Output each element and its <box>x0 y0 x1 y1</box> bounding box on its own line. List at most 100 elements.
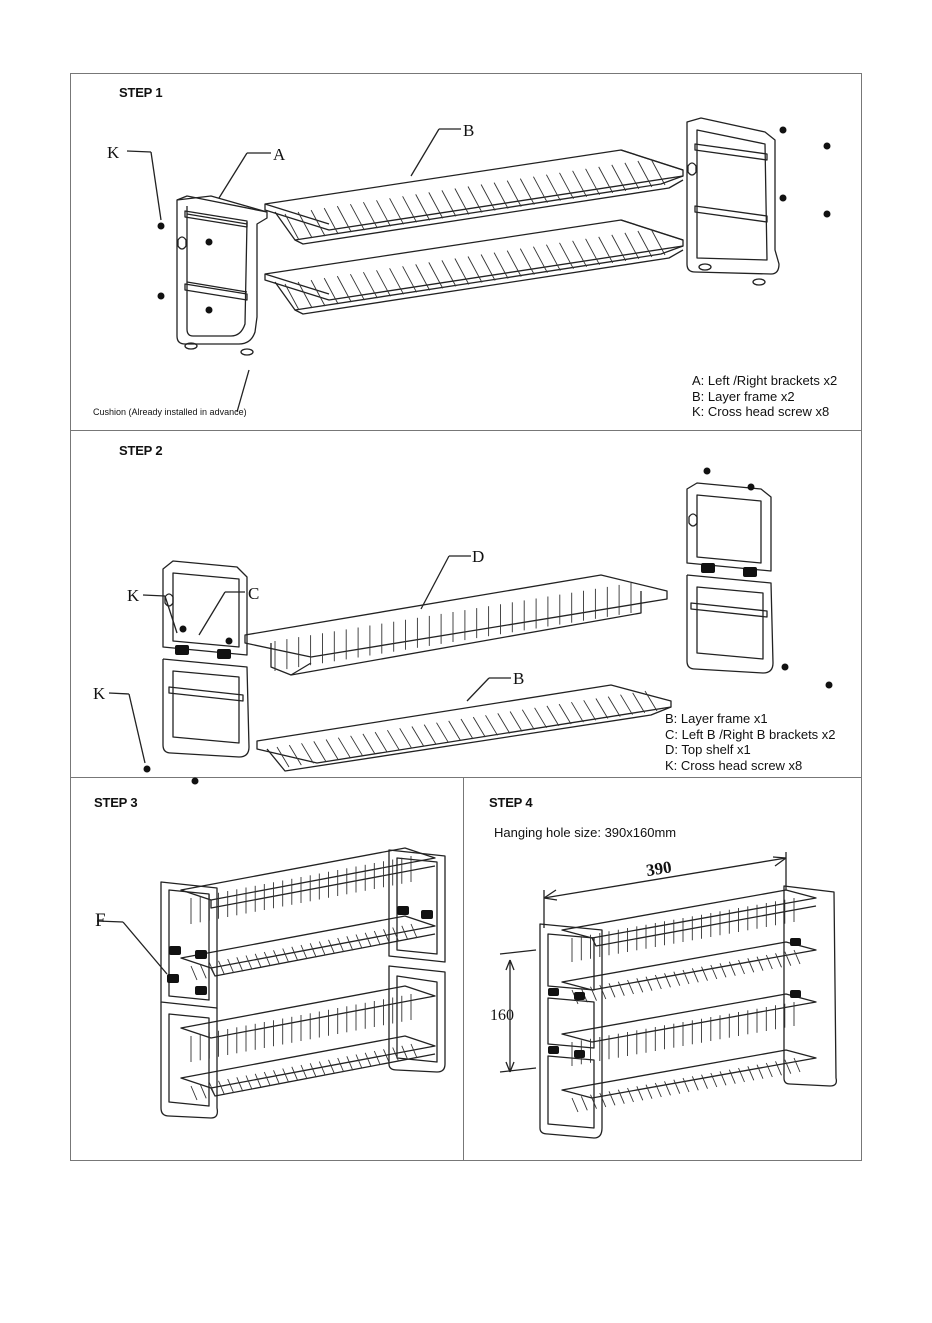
wire-rib <box>228 959 234 973</box>
wire-rib <box>209 1083 215 1097</box>
wire-rib <box>301 1065 307 1079</box>
wire-rib <box>702 1075 708 1089</box>
wire-rib <box>674 1080 680 1094</box>
wire-rib <box>289 745 301 765</box>
wire-rib <box>347 936 353 950</box>
wire-rib <box>674 972 680 986</box>
wire-rib <box>766 955 772 969</box>
wire-rib <box>219 1081 225 1095</box>
wire-rib <box>292 947 298 961</box>
wire-rib <box>729 1070 735 1084</box>
wire-rib <box>319 942 325 956</box>
legend-item: C: Left B /Right B brackets x2 <box>665 727 836 743</box>
wire-rib <box>283 1069 289 1083</box>
wire-rib <box>655 975 661 989</box>
dimension-height: 160 <box>490 1007 514 1024</box>
wire-rib <box>246 956 252 970</box>
wire-rib <box>283 949 289 963</box>
callout-f: F <box>95 910 106 931</box>
wire-rib <box>473 717 485 737</box>
wire-rib <box>757 1065 763 1079</box>
wire-rib <box>338 738 350 758</box>
left-bracket-c <box>163 561 249 757</box>
step-2-legend: B: Layer frame x1 C: Left B /Right B bra… <box>665 711 836 773</box>
wire-rib <box>637 978 643 992</box>
step-1-legend: A: Left /Right brackets x2 B: Layer fram… <box>692 373 837 420</box>
wire-rib <box>720 963 726 977</box>
wire-rib <box>683 970 689 984</box>
wire-rib <box>559 704 571 724</box>
wire-rib <box>424 725 436 745</box>
wire-rib <box>794 1058 800 1072</box>
wire-rib <box>702 967 708 981</box>
wire-rib <box>748 958 754 972</box>
callout-b: B <box>463 121 474 140</box>
wire-rib <box>237 957 243 971</box>
wire-rib <box>571 702 583 722</box>
wire-rib <box>347 1056 353 1070</box>
step-4-illustration: 390 160 <box>464 778 861 1160</box>
wire-rib <box>310 943 316 957</box>
callout-a: A <box>273 145 286 164</box>
callout-k-top: K <box>127 586 140 605</box>
legend-item: D: Top shelf x1 <box>665 742 836 758</box>
wire-rib <box>311 280 325 306</box>
assembled-rack <box>540 886 836 1138</box>
wire-rib <box>264 952 270 966</box>
connector-knobs <box>167 906 433 995</box>
callout-c: C <box>248 584 259 603</box>
wire-rib <box>596 699 608 719</box>
wire-rib <box>637 1086 643 1100</box>
wire-rib <box>365 1053 371 1067</box>
wire-rib <box>326 740 338 760</box>
wire-rib <box>274 950 280 964</box>
wire-rib <box>338 938 344 952</box>
wire-rib <box>498 713 510 733</box>
wire-rib <box>535 708 547 728</box>
wire-rib <box>692 1076 698 1090</box>
wire-rib <box>794 950 800 964</box>
wire-rib <box>655 1083 661 1097</box>
step-3-illustration: F <box>71 778 464 1160</box>
wire-rib <box>776 1061 782 1075</box>
wire-rib <box>412 727 424 747</box>
left-bracket-a <box>177 196 267 355</box>
wire-rib <box>510 712 522 732</box>
wire-rib <box>748 1066 754 1080</box>
wire-rib <box>264 1072 270 1086</box>
wire-rib <box>449 721 461 741</box>
wire-rib <box>374 931 380 945</box>
wire-rib <box>729 962 735 976</box>
wire-rib <box>237 1077 243 1091</box>
legend-item: K: Cross head screw x8 <box>692 404 837 420</box>
wire-rib <box>393 928 399 942</box>
wire-rib <box>375 732 387 752</box>
wire-rib <box>720 1071 726 1085</box>
wire-rib <box>356 935 362 949</box>
right-bracket-c <box>687 483 773 673</box>
legend-item: B: Layer frame x2 <box>692 389 837 405</box>
callout-b: B <box>513 669 524 688</box>
wire-rib <box>292 1067 298 1081</box>
wire-rib <box>356 1055 362 1069</box>
wire-rib <box>711 965 717 979</box>
wire-rib <box>711 1073 717 1087</box>
wire-rib <box>692 968 698 982</box>
wire-rib <box>255 1074 261 1088</box>
wire-rib <box>547 706 559 726</box>
legend-item: A: Left /Right brackets x2 <box>692 373 837 389</box>
legend-item: K: Cross head screw x8 <box>665 758 836 774</box>
wire-rib <box>739 960 745 974</box>
callout-k-bottom: K <box>93 684 106 703</box>
wire-rib <box>785 1060 791 1074</box>
cushion-note: Cushion (Already installed in advance) <box>93 407 247 417</box>
wire-rib <box>461 719 473 739</box>
wire-rib <box>486 715 498 735</box>
wire-rib <box>301 945 307 959</box>
instruction-sheet: STEP 1 <box>70 73 862 1161</box>
wire-rib <box>365 933 371 947</box>
wire-rib <box>314 741 326 761</box>
wire-rib <box>209 963 215 977</box>
right-bracket-a <box>687 118 779 285</box>
step-2-panel: STEP 2 <box>71 431 861 778</box>
